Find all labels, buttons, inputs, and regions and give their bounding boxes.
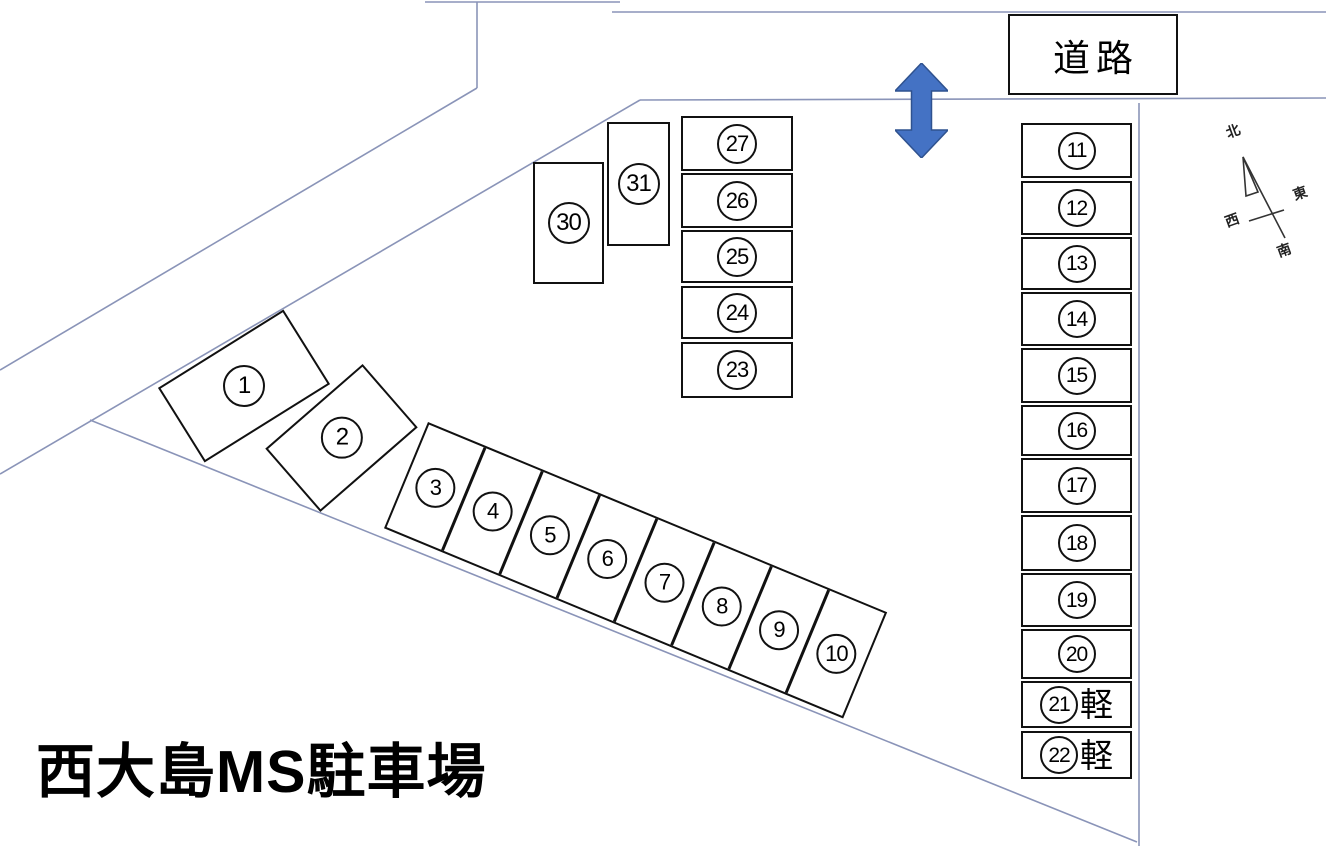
- parking-space-31: 31: [607, 122, 670, 246]
- compass-needle-icon: [1242, 156, 1286, 239]
- space-number: 27: [717, 123, 757, 164]
- kei-car-label: 軽: [1080, 686, 1113, 723]
- space-number: 15: [1057, 356, 1096, 395]
- space-number: 6: [586, 538, 627, 579]
- parking-space-17: 17: [1021, 458, 1132, 513]
- space-number: 9: [758, 609, 799, 650]
- parking-space-23: 23: [681, 342, 793, 398]
- space-number: 31: [617, 163, 660, 205]
- page-title: 西大島MS駐車場: [36, 739, 487, 805]
- space-number: 8: [701, 585, 742, 626]
- road-label: 道路: [1053, 37, 1139, 79]
- parking-space-14: 14: [1021, 292, 1132, 346]
- space-number: 2: [320, 417, 363, 459]
- up-down-arrow-icon: [895, 63, 948, 158]
- kei-car-label: 軽: [1080, 736, 1113, 774]
- space-number: 17: [1057, 466, 1096, 505]
- space-number: 23: [717, 350, 757, 390]
- space-number: 30: [547, 202, 590, 244]
- space-number: 12: [1057, 189, 1096, 227]
- space-number: 22: [1040, 736, 1078, 774]
- parking-space-24: 24: [681, 286, 793, 339]
- space-number: 5: [529, 514, 570, 555]
- parking-space-21-kei: 21 軽: [1021, 681, 1132, 728]
- parking-band-3-10: 3 4 5 6 7 8 9 10: [383, 422, 888, 719]
- northwest-road-upper-line: [0, 87, 478, 371]
- space-number: 14: [1057, 300, 1096, 338]
- parking-space-16: 16: [1021, 405, 1132, 456]
- space-number: 18: [1057, 524, 1096, 562]
- space-number: 26: [717, 180, 757, 221]
- space-number: 16: [1057, 411, 1096, 450]
- road-label-box: 道路: [1008, 14, 1178, 95]
- north-road-edge-line: [639, 97, 1326, 101]
- space-number: 11: [1057, 131, 1096, 170]
- space-number: 24: [717, 292, 757, 333]
- space-number: 13: [1057, 244, 1096, 283]
- parking-space-25: 25: [681, 230, 793, 283]
- parking-space-15: 15: [1021, 348, 1132, 403]
- space-number: 1: [223, 365, 265, 407]
- space-number: 21: [1040, 685, 1078, 724]
- space-number: 7: [644, 562, 685, 603]
- parking-space-12: 12: [1021, 181, 1132, 235]
- space-number: 10: [816, 633, 857, 674]
- space-number: 20: [1057, 635, 1096, 673]
- parking-space-11: 11: [1021, 123, 1132, 178]
- space-number: 4: [472, 490, 513, 531]
- parking-space-22-kei: 22 軽: [1021, 731, 1132, 779]
- parking-space-18: 18: [1021, 515, 1132, 571]
- space-number: 25: [717, 236, 757, 277]
- space-number: 3: [415, 467, 456, 508]
- parking-space-26: 26: [681, 173, 793, 228]
- parking-space-13: 13: [1021, 237, 1132, 290]
- parking-space-19: 19: [1021, 573, 1132, 627]
- space-number: 19: [1057, 581, 1096, 619]
- parking-space-27: 27: [681, 116, 793, 171]
- parking-space-30: 30: [533, 162, 604, 284]
- parking-space-20: 20: [1021, 629, 1132, 679]
